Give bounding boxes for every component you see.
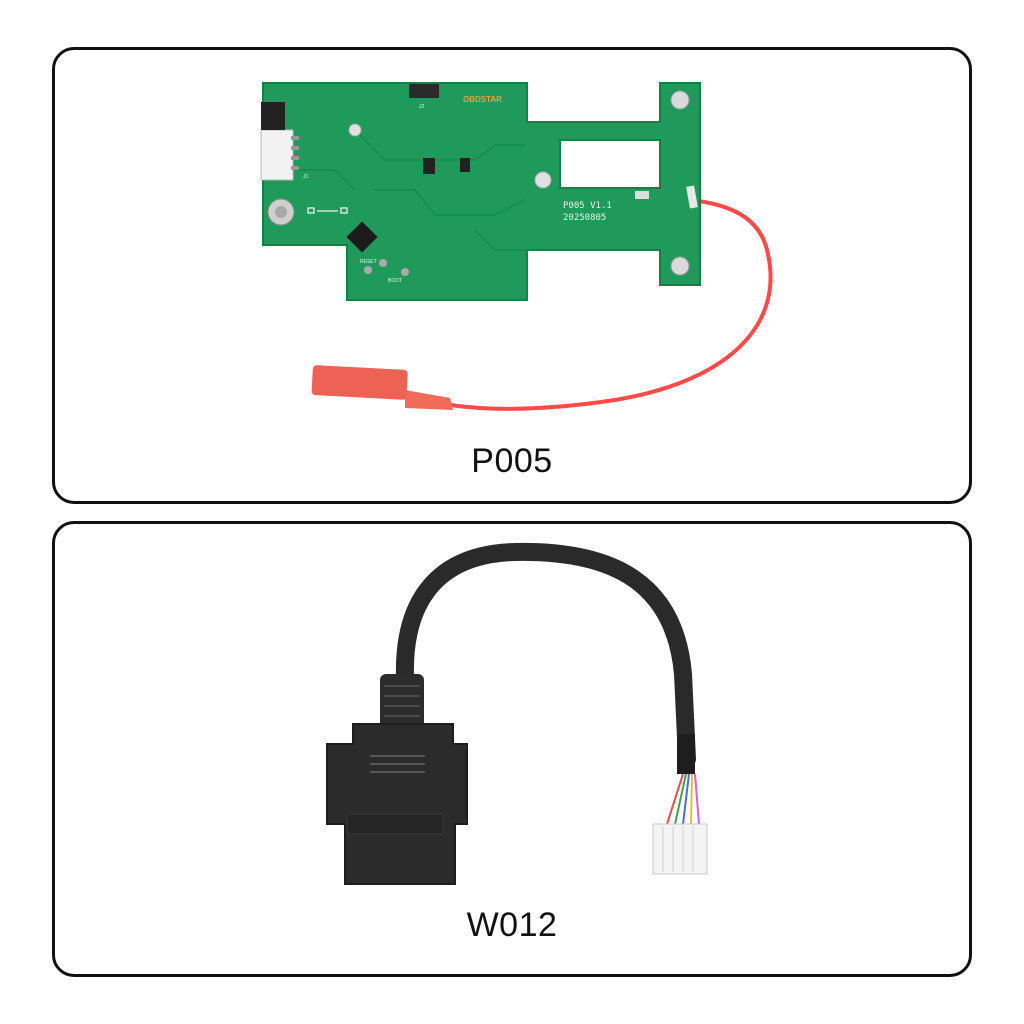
w012-cable-image [326, 542, 708, 885]
silk-j2: J2 [419, 104, 425, 110]
pcb-cutout [559, 139, 661, 189]
ic-chip-1 [423, 158, 435, 174]
screw-bottom-right [670, 256, 690, 276]
lock-arrow-icon [307, 207, 348, 214]
silk-boot: BOOT [388, 278, 402, 284]
boot-button [401, 268, 409, 276]
red-terminal-connector [311, 365, 408, 400]
black-cable [395, 542, 696, 768]
silk-date: 20250805 [563, 213, 606, 223]
mcu-chip [346, 221, 378, 253]
standoff-center [534, 171, 552, 189]
silk-brand: OBDSTAR [463, 95, 502, 104]
wire-heatshrink [405, 390, 453, 410]
ic-chip-2 [460, 158, 470, 172]
product-panel-p005: P005 V1.1 20250805 RESET BOOT OBDSTAR J2… [52, 47, 972, 504]
red-wire [449, 194, 773, 411]
product-label: P005 [471, 442, 553, 480]
jst-connector [260, 129, 294, 181]
silk-reset: RESET [360, 259, 377, 265]
strain-relief [380, 674, 424, 734]
standoff-left [348, 123, 362, 137]
reset-button [364, 266, 372, 274]
pcb-board [262, 82, 701, 301]
white-pin-connector [652, 823, 708, 875]
product-label: W012 [466, 906, 558, 944]
product-panel-w012: W012 [52, 521, 972, 977]
power-jack [261, 102, 285, 130]
top-header [409, 84, 439, 98]
wire-clip [686, 185, 698, 209]
screw-top-right [670, 90, 690, 110]
silk-j1: J1 [303, 174, 309, 180]
silk-version: P005 V1.1 [563, 201, 612, 211]
p005-board-image: P005 V1.1 20250805 RESET BOOT OBDSTAR J2… [260, 82, 773, 411]
obd-connector [326, 723, 468, 885]
